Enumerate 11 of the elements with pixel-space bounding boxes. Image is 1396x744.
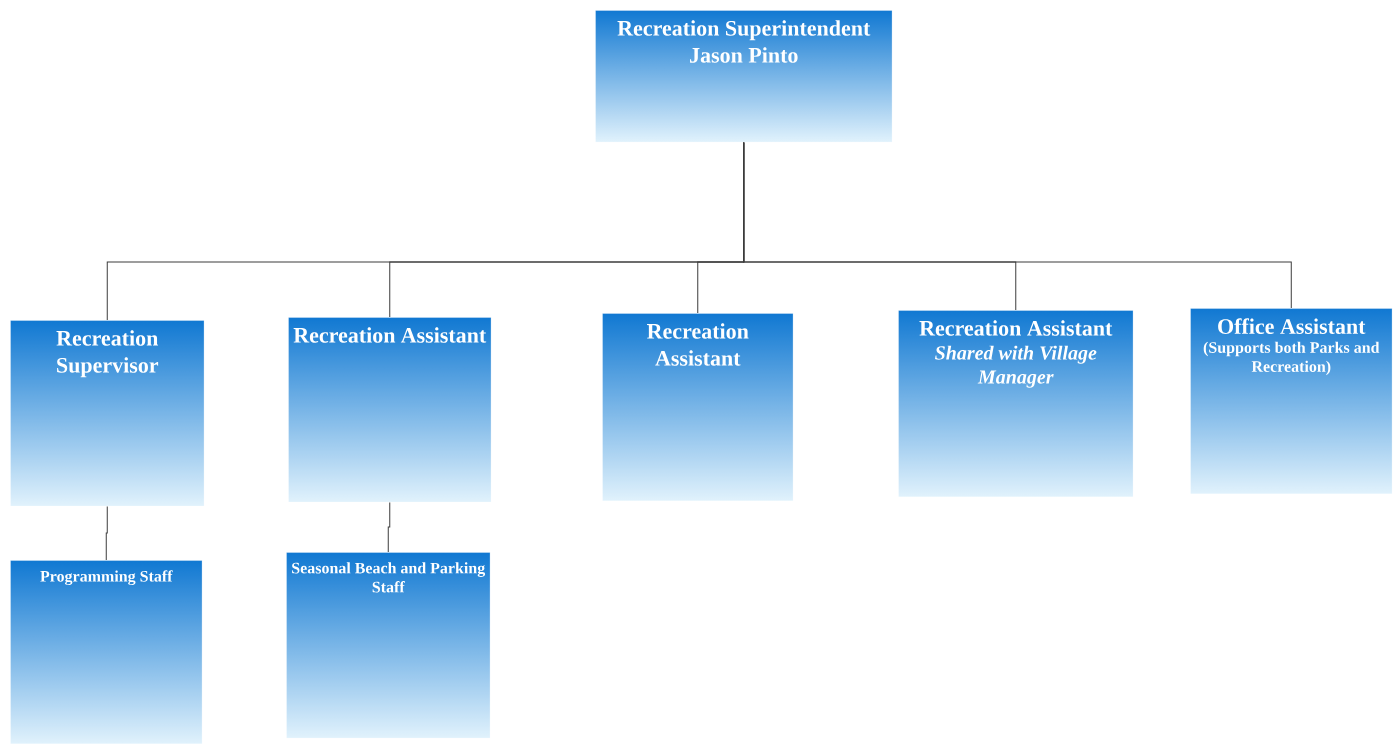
org-box: Recreation Assistant <box>602 313 794 502</box>
org-box: Seasonal Beach and Parking Staff <box>286 552 491 739</box>
org-box: Recreation Supervisor <box>10 320 205 507</box>
org-box: Recreation Assistant Shared with Village Manager <box>898 310 1134 498</box>
org-box: Programming Staff <box>10 560 203 744</box>
org-box: Recreation Assistant <box>288 317 492 503</box>
org-box: Office Assistant (Supports both Parks and Recreation) <box>1190 308 1393 495</box>
connector-line <box>387 502 391 553</box>
connector-line <box>105 506 108 561</box>
connector-line <box>743 142 1292 309</box>
org-box: Recreation Superintendent Jason Pinto <box>595 10 893 143</box>
